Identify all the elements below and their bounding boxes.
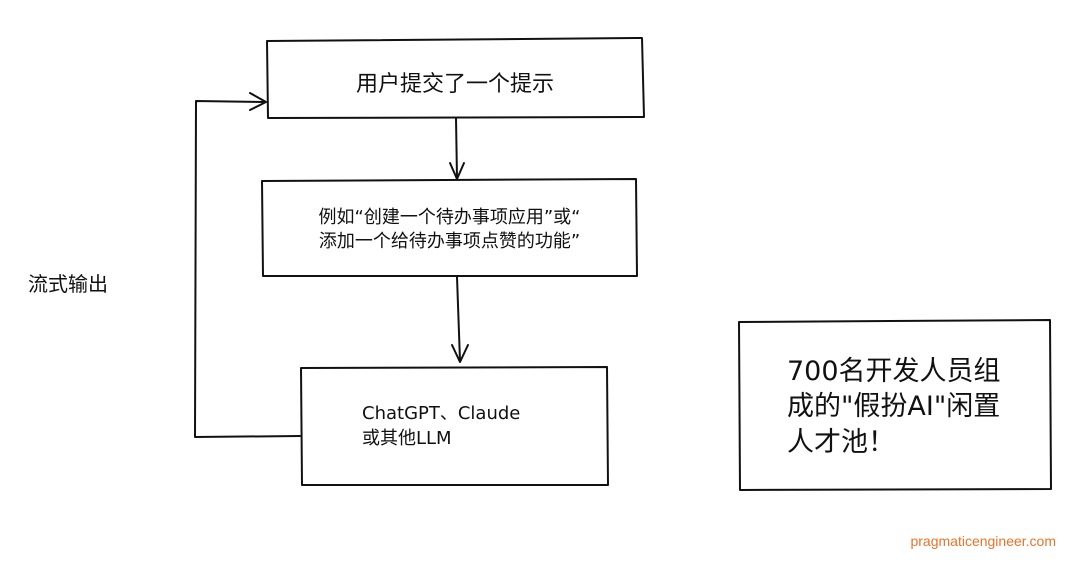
node-talent-pool-note: 700名开发人员组 成的"假扮AI"闲置 人才池！ bbox=[739, 320, 1051, 490]
llm-box-outline bbox=[300, 366, 609, 486]
node-llm-label: ChatGPT、Claude 或其他LLM bbox=[362, 403, 521, 449]
node-llm: ChatGPT、Claude 或其他LLM bbox=[300, 368, 607, 485]
loop-line bbox=[194, 100, 301, 438]
node-submit-prompt-label: 用户提交了一个提示 bbox=[355, 72, 554, 98]
arrow-example-to-llm-head bbox=[451, 344, 469, 363]
arrow-submit-to-example bbox=[455, 117, 458, 179]
node-prompt-example-label: 例如“创建一个待办事项应用”或“ 添加一个给待办事项点赞的功能” bbox=[318, 206, 581, 252]
node-prompt-example: 例如“创建一个待办事项应用”或“ 添加一个给待办事项点赞的功能” bbox=[262, 182, 637, 278]
loop-label: 流式输出 bbox=[28, 272, 108, 296]
note-box-outline bbox=[738, 319, 1052, 491]
source-watermark: pragmaticengineer.com bbox=[910, 533, 1056, 549]
loop-arrow-head bbox=[249, 92, 267, 111]
example-box-outline bbox=[261, 178, 638, 277]
submit-box-outline bbox=[266, 37, 645, 119]
node-submit-prompt: 用户提交了一个提示 bbox=[267, 52, 643, 118]
arrow-submit-to-example-head bbox=[449, 162, 465, 180]
arrow-example-to-llm bbox=[456, 276, 461, 362]
node-talent-pool-note-label: 700名开发人员组 成的"假扮AI"闲置 人才池！ bbox=[787, 355, 1001, 458]
